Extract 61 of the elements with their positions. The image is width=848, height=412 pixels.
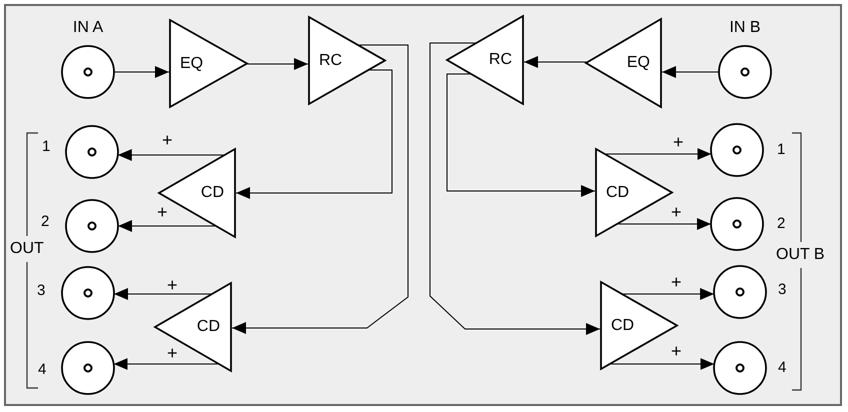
amplifier-triangle	[158, 148, 236, 238]
amplifier-triangle	[169, 19, 248, 108]
bnc-connector	[710, 197, 764, 251]
output-group-label: OUT B	[776, 246, 825, 264]
port-number: 4	[38, 361, 46, 379]
amplifier-triangle	[446, 15, 524, 105]
port-number: 1	[777, 141, 786, 159]
amplifier-label: CD	[196, 318, 220, 336]
input-label: IN A	[72, 19, 104, 37]
port-number: 4	[778, 359, 786, 377]
amplifier-triangle	[585, 18, 662, 108]
arrow	[446, 74, 596, 197]
bnc-connector	[61, 266, 115, 320]
arrow	[524, 56, 588, 68]
amplifier-label: CD	[611, 316, 634, 334]
polarity-label: +	[167, 344, 178, 362]
bnc-connector	[65, 125, 119, 179]
arrow	[113, 288, 212, 300]
port-number: 3	[37, 282, 46, 300]
port-number: 3	[778, 281, 786, 299]
arrow	[118, 220, 216, 232]
bnc-connector	[718, 19, 772, 99]
polarity-label: +	[671, 342, 682, 360]
bnc-connector	[713, 265, 767, 319]
arrow	[114, 66, 170, 78]
amplifier-label: CD	[200, 184, 224, 202]
amplifier-triangle	[308, 16, 386, 105]
arrow	[610, 358, 715, 370]
port-number: 2	[777, 215, 786, 233]
arrow	[617, 218, 712, 230]
arrow	[605, 148, 712, 160]
bnc-connector	[61, 341, 115, 395]
amplifier-label: RC	[319, 52, 342, 70]
polarity-label: +	[167, 276, 178, 294]
amplifier-triangle	[154, 282, 232, 372]
output-group-label: OUT	[10, 240, 44, 258]
arrow	[236, 70, 392, 199]
arrow	[117, 149, 224, 161]
bnc-connector	[61, 19, 115, 99]
amplifier-label: CD	[606, 184, 630, 202]
arrow	[622, 288, 715, 300]
polarity-label: +	[671, 203, 682, 221]
polarity-label: +	[157, 203, 168, 221]
port-number: 2	[41, 213, 50, 231]
bnc-connector	[713, 341, 767, 395]
arrow	[246, 58, 308, 70]
amplifier-label: RC	[488, 51, 512, 69]
arrow	[113, 358, 219, 370]
amplifier-triangle	[595, 148, 673, 237]
arrow	[662, 66, 720, 78]
polarity-label: +	[162, 131, 173, 149]
amplifier-label: EQ	[626, 54, 650, 72]
polarity-label: +	[673, 133, 684, 151]
port-number: 1	[42, 138, 50, 156]
arrow	[232, 44, 408, 334]
polarity-label: +	[671, 273, 682, 291]
bnc-connector	[65, 199, 119, 253]
arrow	[430, 42, 600, 335]
amplifier-label: EQ	[180, 54, 204, 72]
input-label: IN B	[729, 19, 761, 37]
bnc-connector	[710, 123, 764, 177]
